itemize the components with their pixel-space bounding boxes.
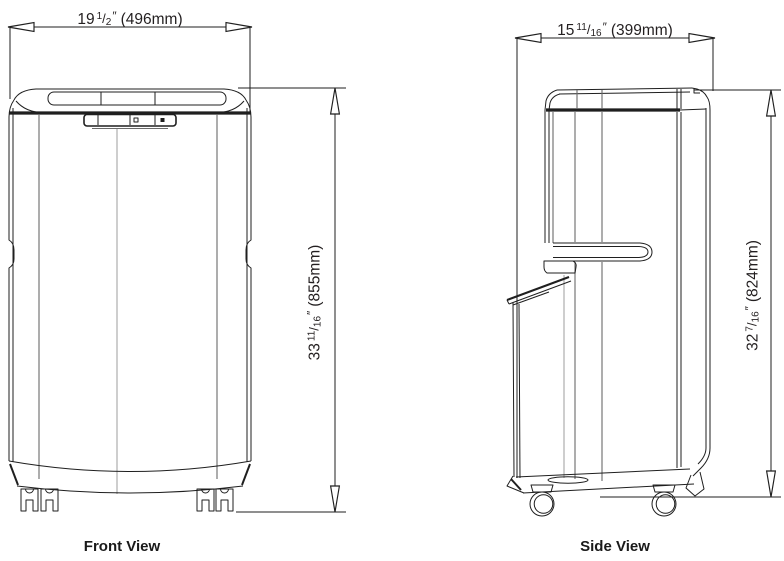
side-view-caption: Side View: [580, 538, 650, 555]
side-height-whole: 32: [744, 333, 762, 351]
fraction-slash: /: [744, 322, 760, 327]
side-height-denominator: 16: [750, 311, 762, 323]
inch-mark: ″: [602, 20, 607, 34]
control-panel: [83, 113, 177, 130]
front-view-drawing: [8, 88, 252, 512]
side-height-dimension-label: 327/16″ (824mm): [739, 186, 768, 406]
side-view-drawing: [506, 87, 711, 517]
front-width-numerator: 1: [96, 11, 103, 22]
side-handle-recess: [543, 242, 653, 274]
side-width-denominator: 16: [590, 28, 602, 39]
inch-mark: ″: [304, 310, 319, 315]
front-width-dimension: [7, 21, 253, 114]
front-width-whole: 19: [77, 11, 95, 28]
front-width-metric: (496mm): [120, 11, 183, 28]
side-height-dimension: [600, 89, 781, 498]
front-view-caption: Front View: [83, 538, 161, 555]
side-casters: [529, 484, 677, 517]
fraction-slash: /: [102, 11, 106, 26]
front-height-whole: 33: [306, 343, 324, 361]
front-height-metric: (855mm): [306, 244, 324, 307]
side-width-dimension: [514, 32, 716, 478]
front-height-denominator: 16: [312, 315, 324, 328]
front-width-denominator: 2: [105, 17, 112, 28]
side-width-numerator: 11: [576, 22, 587, 33]
side-width-metric: (399mm): [610, 22, 673, 39]
fraction-slash: /: [306, 327, 322, 331]
front-height-numerator: 11: [306, 330, 318, 342]
front-casters: [20, 488, 234, 512]
fraction-slash: /: [586, 22, 591, 37]
front-height-dimension: [236, 87, 346, 513]
inch-mark: ″: [112, 9, 117, 23]
front-height-dimension-label: 3311/16″ (855mm): [301, 193, 330, 413]
inch-mark: ″: [742, 306, 757, 311]
side-width-whole: 15: [557, 22, 575, 39]
side-height-numerator: 7: [744, 326, 756, 332]
side-height-metric: (824mm): [744, 240, 762, 303]
